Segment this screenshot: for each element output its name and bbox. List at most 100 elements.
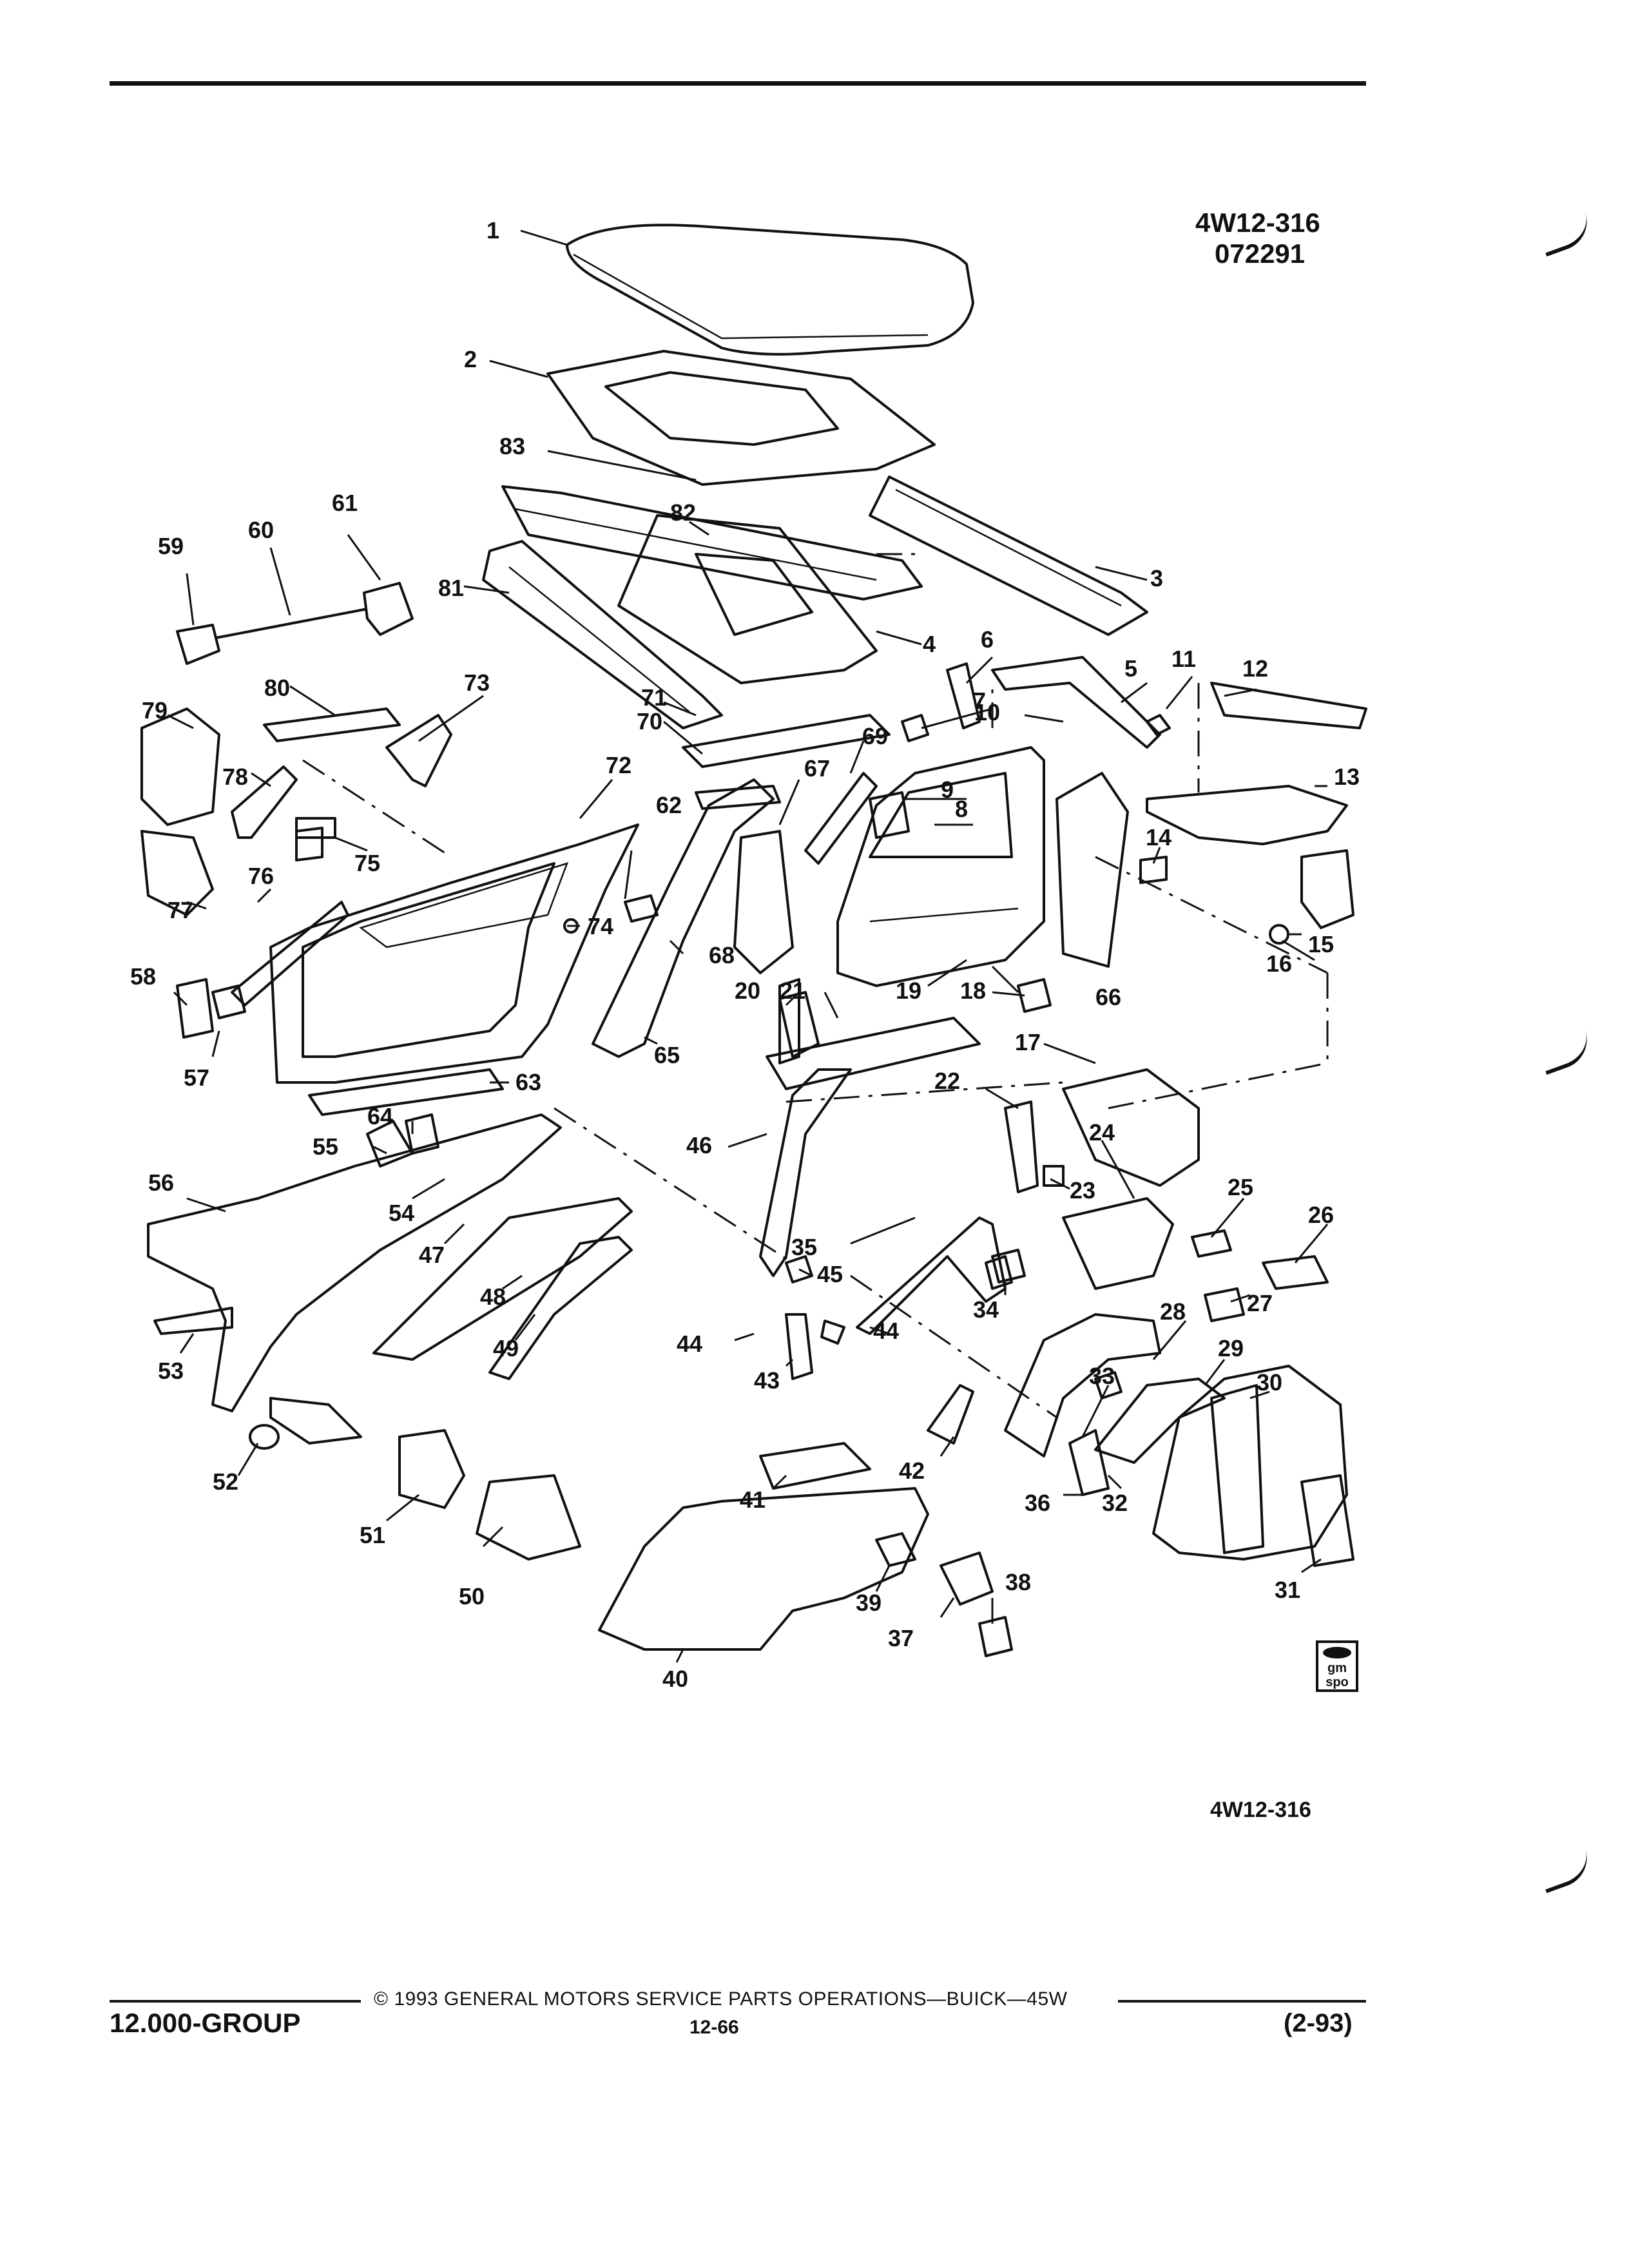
front-door-frame-part	[269, 823, 639, 1084]
callout-40: 40	[662, 1666, 688, 1692]
callout-9: 9	[941, 776, 954, 803]
rear-upper-rail-parts	[991, 656, 1367, 945]
callout-1: 1	[487, 217, 499, 244]
callout-54: 54	[389, 1200, 414, 1226]
callout-6: 6	[981, 626, 994, 653]
callout-26: 26	[1308, 1202, 1334, 1228]
callout-50: 50	[459, 1583, 485, 1610]
callout-83: 83	[499, 433, 525, 459]
front-body-side-parts	[147, 1113, 633, 1445]
callout-21: 21	[780, 977, 805, 1004]
callout-57: 57	[184, 1064, 209, 1091]
callout-59: 59	[158, 533, 184, 559]
callout-61: 61	[332, 490, 358, 516]
roof-frame-part	[482, 476, 1148, 729]
callout-74: 74	[588, 913, 613, 939]
left-pillar-parts	[140, 707, 845, 1345]
callout-7: 7	[973, 687, 986, 714]
callout-19: 19	[896, 977, 921, 1004]
callout-48: 48	[480, 1283, 506, 1310]
callout-46: 46	[686, 1132, 712, 1158]
callout-34: 34	[973, 1296, 999, 1323]
callout-78: 78	[222, 764, 248, 790]
callout-17: 17	[1015, 1029, 1041, 1055]
callout-29: 29	[1218, 1335, 1244, 1361]
callout-22: 22	[934, 1068, 960, 1094]
callout-11: 11	[1171, 646, 1196, 672]
rear-wheelhouse-parts	[927, 1313, 1354, 1567]
callout-10: 10	[974, 699, 1000, 726]
callout-76: 76	[248, 863, 274, 889]
callout-73: 73	[464, 669, 490, 696]
callout-43: 43	[754, 1367, 780, 1394]
callout-63: 63	[516, 1069, 541, 1095]
callout-14: 14	[1146, 824, 1171, 850]
callout-5: 5	[1124, 655, 1137, 682]
callout-52: 52	[213, 1468, 238, 1495]
callout-18: 18	[960, 977, 986, 1004]
callout-4: 4	[923, 631, 936, 657]
rocker-sill-part	[308, 1068, 504, 1168]
callout-35: 35	[791, 1234, 817, 1260]
front-lower-parts	[176, 978, 581, 1561]
footer-rule-left	[110, 2000, 361, 2003]
callout-80: 80	[264, 675, 290, 701]
illustration-id: 4W12-316	[1195, 207, 1320, 238]
callout-13: 13	[1334, 764, 1360, 790]
callout-66: 66	[1095, 984, 1121, 1010]
footer-group: 12.000-GROUP	[110, 2008, 301, 2038]
retractor-assembly-part	[176, 582, 414, 665]
callout-38: 38	[1005, 1569, 1031, 1595]
callout-77: 77	[168, 897, 193, 923]
callout-leader-lines	[167, 229, 1329, 1663]
callout-68: 68	[709, 942, 735, 968]
callout-12: 12	[1242, 655, 1268, 682]
callout-8: 8	[955, 796, 968, 822]
callout-16: 16	[1266, 950, 1292, 977]
footer-rule-right	[1118, 2000, 1366, 2003]
illustration-date-code: 072291	[1215, 238, 1306, 269]
callout-69: 69	[862, 723, 888, 749]
callout-81: 81	[438, 575, 464, 601]
callout-27: 27	[1247, 1290, 1273, 1316]
callout-44a: 44	[677, 1331, 702, 1357]
callout-71: 71	[641, 684, 667, 711]
callout-37: 37	[888, 1625, 914, 1651]
callout-60: 60	[248, 517, 274, 543]
rear-door-frame-part	[836, 746, 1129, 987]
rear-quarter-outer-panel-part	[598, 1442, 1013, 1657]
footer-date-code: (2-93)	[1284, 2009, 1353, 2037]
callout-33: 33	[1089, 1363, 1115, 1389]
callout-47: 47	[419, 1242, 445, 1268]
callout-55: 55	[313, 1133, 338, 1160]
callout-49: 49	[493, 1335, 519, 1361]
small-hardware-parts	[295, 662, 1052, 1290]
callout-82: 82	[670, 499, 696, 526]
phantom-alignment-lines	[302, 553, 1329, 1419]
callout-15: 15	[1308, 931, 1334, 957]
callout-labels: 1 2 3 4 5 6 7 8 9 10 11 12 13 14 15 16 1…	[130, 217, 1360, 1692]
callout-62: 62	[656, 792, 682, 818]
callout-24: 24	[1089, 1119, 1115, 1146]
roof-sunroof-panel-part	[546, 350, 936, 486]
callout-53: 53	[158, 1358, 184, 1384]
callout-3: 3	[1150, 565, 1163, 591]
callout-75: 75	[354, 850, 380, 876]
callout-72: 72	[606, 752, 631, 778]
footer-page-number: 12-66	[689, 2017, 739, 2038]
callout-45: 45	[817, 1261, 843, 1287]
header-rule	[110, 81, 1366, 86]
callout-51: 51	[360, 1522, 385, 1548]
callout-36: 36	[1025, 1490, 1050, 1516]
callout-56: 56	[148, 1169, 174, 1196]
callout-32: 32	[1102, 1490, 1128, 1516]
callout-30: 30	[1257, 1369, 1282, 1396]
callout-25: 25	[1228, 1174, 1253, 1200]
gm-logo-text: gm spo	[1325, 1661, 1349, 1689]
callout-67: 67	[804, 755, 830, 782]
callout-70: 70	[637, 708, 662, 735]
illustration-id-bottom: 4W12-316	[1210, 1798, 1311, 1822]
roof-panel-part	[566, 224, 974, 356]
callout-42: 42	[899, 1457, 925, 1484]
